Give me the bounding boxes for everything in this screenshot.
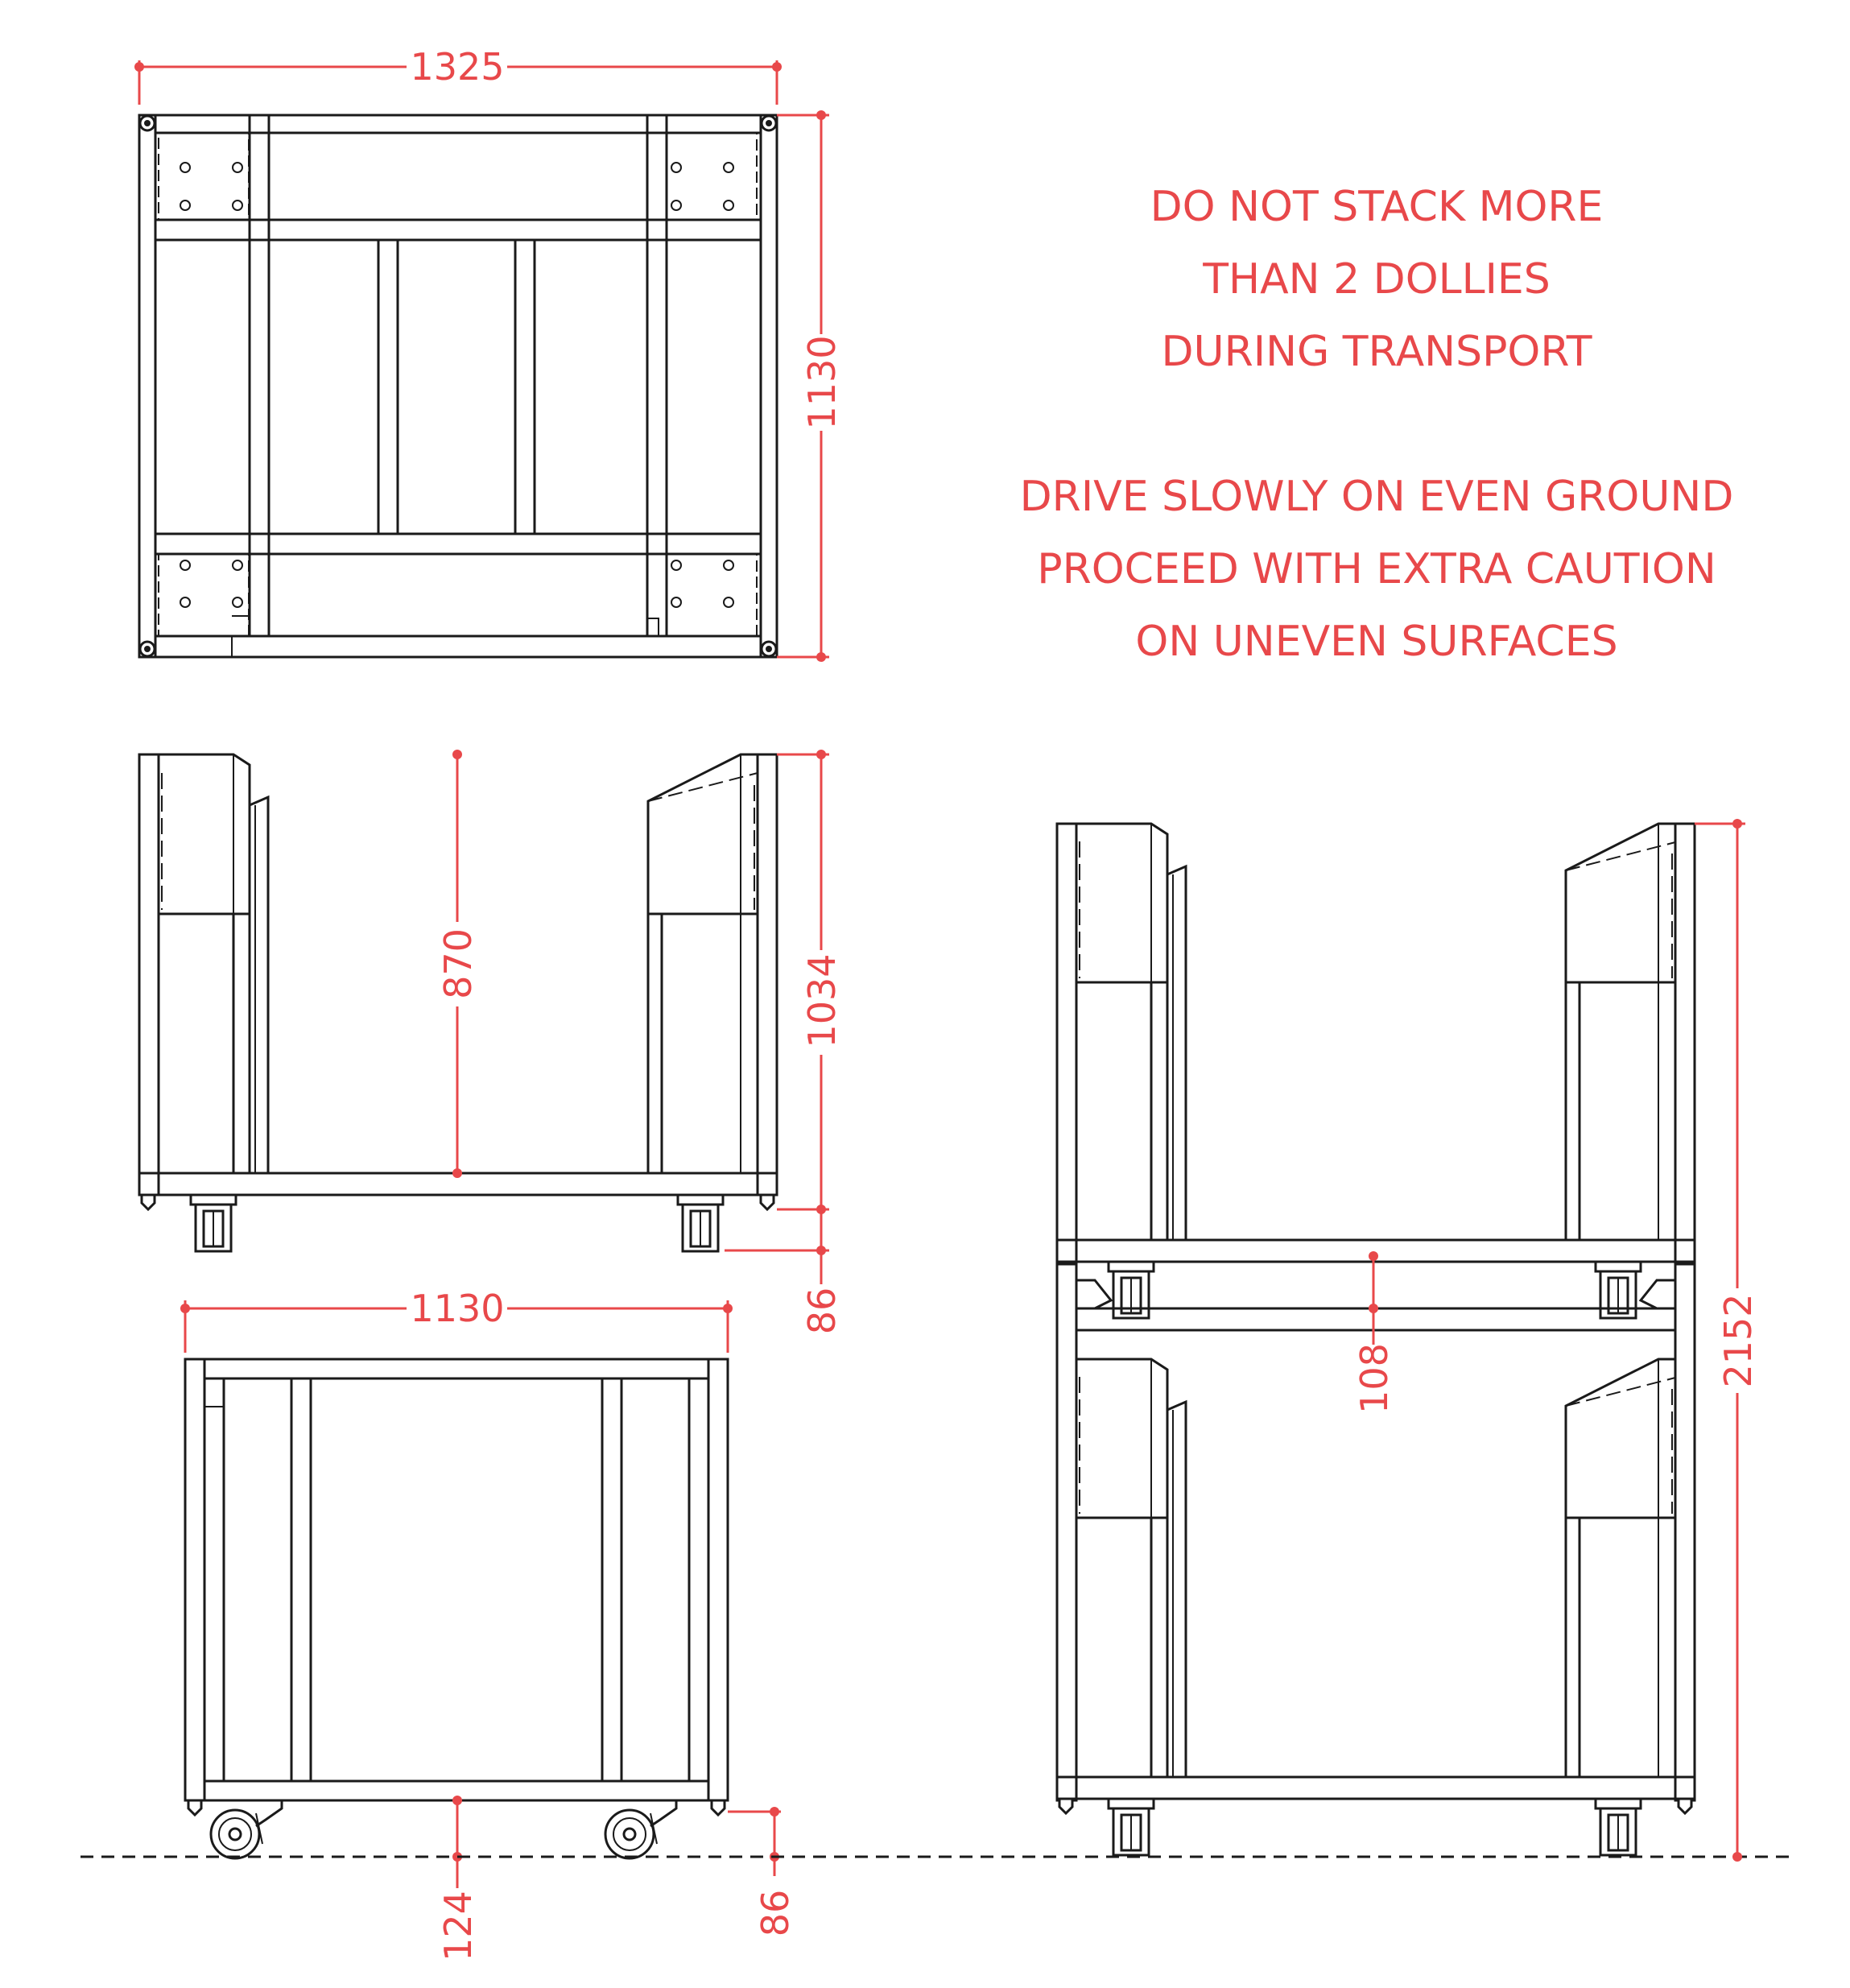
- top-depth-dimension: 1130: [777, 110, 844, 662]
- stacked-view: [1055, 822, 1696, 1857]
- dim-end-caster-height: 86: [754, 1890, 797, 1937]
- driving-warning: DRIVE SLOWLY ON EVEN GROUND PROCEED WITH…: [974, 461, 1779, 678]
- top-view: [138, 114, 778, 659]
- end-view: [184, 1358, 729, 1860]
- dim-side-caster-height: 86: [800, 1287, 844, 1335]
- dim-top-width: 1325: [410, 45, 504, 89]
- dim-end-width: 1130: [410, 1287, 504, 1330]
- driving-warning-line-3: ON UNEVEN SURFACES: [1135, 618, 1618, 666]
- dim-side-inner-height: 870: [436, 928, 480, 999]
- stack-height-dimension: 2152: [1695, 819, 1760, 1862]
- dim-stack-gap: 108: [1352, 1343, 1396, 1414]
- dim-stack-height: 2152: [1716, 1293, 1760, 1387]
- stack-gap-dimension: 108: [1352, 1251, 1396, 1414]
- driving-warning-line-1: DRIVE SLOWLY ON EVEN GROUND: [1019, 473, 1734, 521]
- end-base-height-dimension: 124: [436, 1796, 480, 1961]
- dim-end-base-height: 124: [436, 1891, 480, 1961]
- side-view: [138, 753, 778, 1253]
- end-caster-height-dimension: 86: [728, 1807, 797, 1936]
- driving-warning-line-2: PROCEED WITH EXTRA CAUTION: [1037, 545, 1716, 593]
- stacking-warning-line-1: DO NOT STACK MORE: [1150, 183, 1604, 231]
- stacking-warning-line-3: DURING TRANSPORT: [1161, 328, 1592, 376]
- dim-side-height: 1034: [800, 953, 844, 1048]
- end-width-dimension: 1130: [180, 1287, 733, 1353]
- side-height-dimension: 1034: [777, 750, 844, 1214]
- side-caster-height-dimension: 86: [725, 1209, 844, 1334]
- top-width-dimension: 1325: [134, 45, 782, 105]
- dim-top-depth: 1130: [800, 335, 844, 429]
- stacking-warning: DO NOT STACK MORE THAN 2 DOLLIES DURING …: [974, 171, 1779, 388]
- stacking-warning-line-2: THAN 2 DOLLIES: [1203, 255, 1551, 304]
- side-inner-height-dimension: 870: [436, 750, 480, 1178]
